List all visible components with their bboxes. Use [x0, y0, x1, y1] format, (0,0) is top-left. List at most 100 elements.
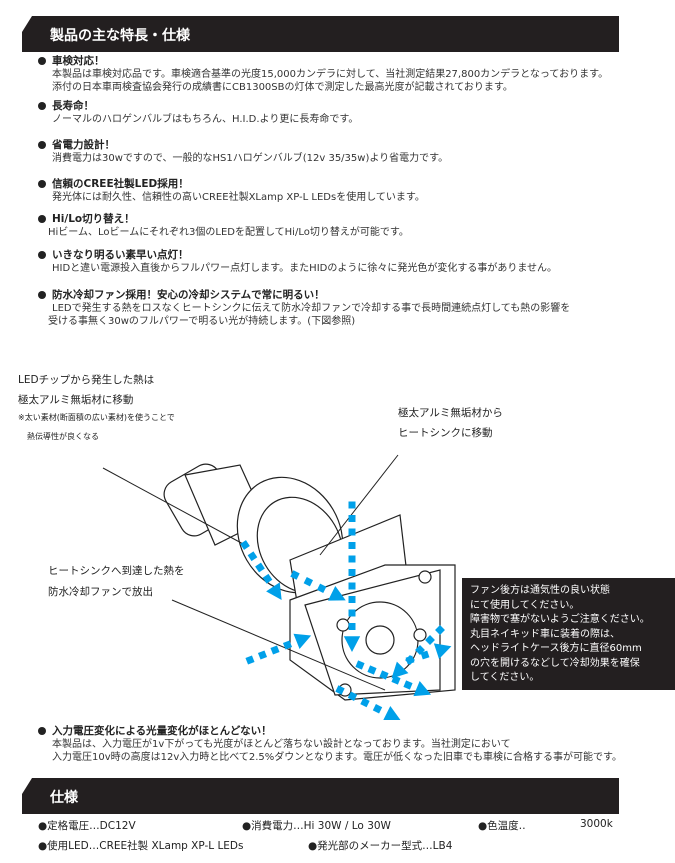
heat-dot [348, 568, 356, 577]
feature-title: 信頼のCREE社製LED採用！ [52, 178, 189, 190]
heat-dot [420, 650, 430, 660]
diagram-note: 熱伝導性が良くなる [27, 432, 99, 441]
bullet-icon [38, 291, 46, 299]
heat-dot [247, 551, 258, 562]
caution-text: ファン後方は通気性の良い状態 [470, 585, 610, 596]
spec-power: ●消費電力…Hi 30W / Lo 30W [242, 820, 391, 832]
feature-item: Hi/Lo切り替え！ Hiビーム、Loビームにそれぞれ3個のLEDを配置してHi/… [38, 213, 409, 239]
diagram-label: 極太アルミ無垢材から [398, 407, 503, 419]
feature-title: 防水冷却ファン採用！安心の冷却システムで常に明るい！ [52, 289, 325, 301]
heat-dot [348, 501, 356, 509]
feature-text: 消費電力は30wですので、一般的なHS1ハロゲンバルブ(12v 35/35w)よ… [52, 153, 449, 164]
feature-text: 本製品は、入力電圧が1v下がっても光度がほとんど落ちない設計となっております。当… [52, 739, 511, 750]
heat-dot [348, 622, 356, 631]
feature-text: HIDと違い電源投入直後からフルパワー点灯します。またHIDのように徐々に発光色… [52, 263, 558, 274]
diagram-label: 防水冷却ファンで放出 [48, 586, 153, 598]
bullet-icon [38, 57, 46, 65]
heat-flow-diagram [102, 454, 456, 720]
arrowhead-icon [433, 643, 452, 659]
heat-dot [435, 625, 445, 635]
feature-item: 防水冷却ファン採用！安心の冷却システムで常に明るい！ LEDで発生する熱をロスなく… [38, 289, 570, 328]
caution-text: 丸目ネイキッド車に装着の際は、 [470, 628, 620, 640]
feature-text: LEDで発生する熱をロスなくヒートシンクに伝えて防水冷却ファンで冷却する事で長時… [52, 303, 571, 314]
arrowhead-icon [327, 586, 346, 601]
bullet-icon [38, 251, 46, 259]
heat-dot [240, 540, 250, 550]
feature-text: 添付の日本車両検査協会発行の成績書にCB1300SBの灯体で測定した最高光度が記… [52, 82, 513, 93]
feature-title: 長寿命！ [52, 100, 94, 112]
section-header-specs: 仕様 [22, 778, 619, 814]
spec-led: ●使用LED…CREE社製 XLamp XP-L LEDs [38, 840, 244, 852]
bullet-icon [38, 102, 46, 110]
spec-color-temp-value: 3000k [580, 818, 613, 830]
heat-dot [348, 555, 356, 563]
feature-item: 入力電圧変化による光量変化がほとんどない！本製品は、入力電圧が1v下がっても光度… [38, 725, 622, 764]
spec-voltage: ●定格電圧…DC12V [38, 820, 136, 832]
heat-dot [348, 609, 356, 617]
heat-dot [282, 640, 293, 650]
feature-title: Hi/Lo切り替え！ [52, 213, 135, 225]
bullet-icon [38, 180, 46, 188]
heat-dot [245, 655, 255, 665]
diagram-label: 極太アルミ無垢材に移動 [18, 394, 134, 406]
heat-dot [348, 514, 356, 523]
diagram-label: LEDチップから発生した熱は [18, 374, 155, 386]
feature-title: 省電力設計！ [52, 139, 115, 151]
arrowhead-icon [293, 633, 312, 649]
feature-item: 車検対応！ 本製品は車検対応品です。車検適合基準の光度15,000カンデラに対して… [38, 55, 608, 94]
bullet-icon [38, 215, 46, 223]
arrowhead-icon [413, 681, 432, 697]
section-header-features: 製品の主な特長・仕様 [22, 16, 619, 52]
heat-dot [262, 573, 273, 584]
feature-text: 本製品は車検対応品です。車検適合基準の光度15,000カンデラに対して、当社測定… [52, 69, 609, 80]
heat-dot [335, 685, 345, 695]
arrowhead-icon [266, 582, 282, 600]
heat-dot [355, 660, 365, 670]
feature-title: 車検対応！ [52, 55, 105, 67]
heat-dot [360, 697, 370, 708]
heat-dot [348, 528, 356, 536]
arrowhead-icon [383, 706, 401, 720]
feature-text: ノーマルのハロゲンバルブはもちろん、H.I.D.より更に長寿命です。 [52, 114, 359, 125]
bullet-icon [38, 141, 46, 149]
heat-dot [303, 576, 314, 587]
heat-dot [372, 704, 383, 714]
feature-text: 入力電圧10v時の高度は12v入力時と比べて2.5%ダウンとなります。電圧が低く… [52, 752, 622, 763]
heat-dot [290, 570, 300, 580]
section-title: 製品の主な特長・仕様 [50, 28, 190, 44]
feature-item: 信頼のCREE社製LED採用！ 発光体には耐久性、信頼性の高いCREE社製XLam… [38, 178, 425, 204]
caution-text: の穴を開けるなどして冷却効果を確保 [470, 657, 640, 669]
heat-dot [403, 680, 413, 690]
caution-text: してください。 [470, 672, 540, 683]
arrowhead-icon [343, 636, 361, 652]
spec-model: ●発光部のメーカー型式…LB4 [308, 840, 453, 852]
bullet-icon [38, 727, 46, 735]
heat-dot [348, 541, 356, 550]
feature-item: 省電力設計！ 消費電力は30wですので、一般的なHS1ハロゲンバルブ(12v 35… [38, 139, 448, 165]
caution-text: にて使用してください。 [470, 599, 580, 611]
heat-dot [367, 665, 377, 675]
diagram-note: ※太い素材(断面積の広い素材)を使うことで [18, 413, 175, 422]
heat-dot [348, 582, 356, 590]
arrowhead-icon [391, 661, 409, 679]
heat-dot [257, 650, 268, 660]
caution-text: 障害物で塞がないようご注意ください。 [470, 614, 650, 625]
fan-caution-box: ファン後方は通気性の良い状態 にて使用してください。 障害物で塞がないようご注意… [462, 578, 675, 690]
spec-color-temp-label: ●色温度‥ [478, 820, 526, 832]
heat-dot [405, 655, 415, 665]
feature-title: いきなり明るい素早い点灯！ [52, 249, 189, 261]
leader-lines [102, 454, 399, 691]
section-title: 仕様 [50, 790, 78, 806]
led-bulb-illustration [163, 463, 456, 701]
heat-dot [348, 595, 356, 604]
diagram-label: ヒートシンクに移動 [398, 427, 493, 439]
heat-dot [255, 562, 265, 573]
heat-dot [379, 670, 389, 680]
feature-text: 発光体には耐久性、信頼性の高いCREE社製XLamp XP-L LEDsを使用し… [52, 192, 425, 203]
feature-text: Hiビーム、Loビームにそれぞれ3個のLEDを配置してHi/Lo切り替えが可能で… [48, 227, 409, 238]
heat-dot [425, 635, 435, 645]
heat-dot [347, 691, 358, 701]
heat-dot [391, 675, 401, 685]
heat-dot [316, 583, 327, 594]
feature-text: 受ける事無く30wのフルパワーで明るい光が持続します。(下図参照) [48, 316, 356, 327]
